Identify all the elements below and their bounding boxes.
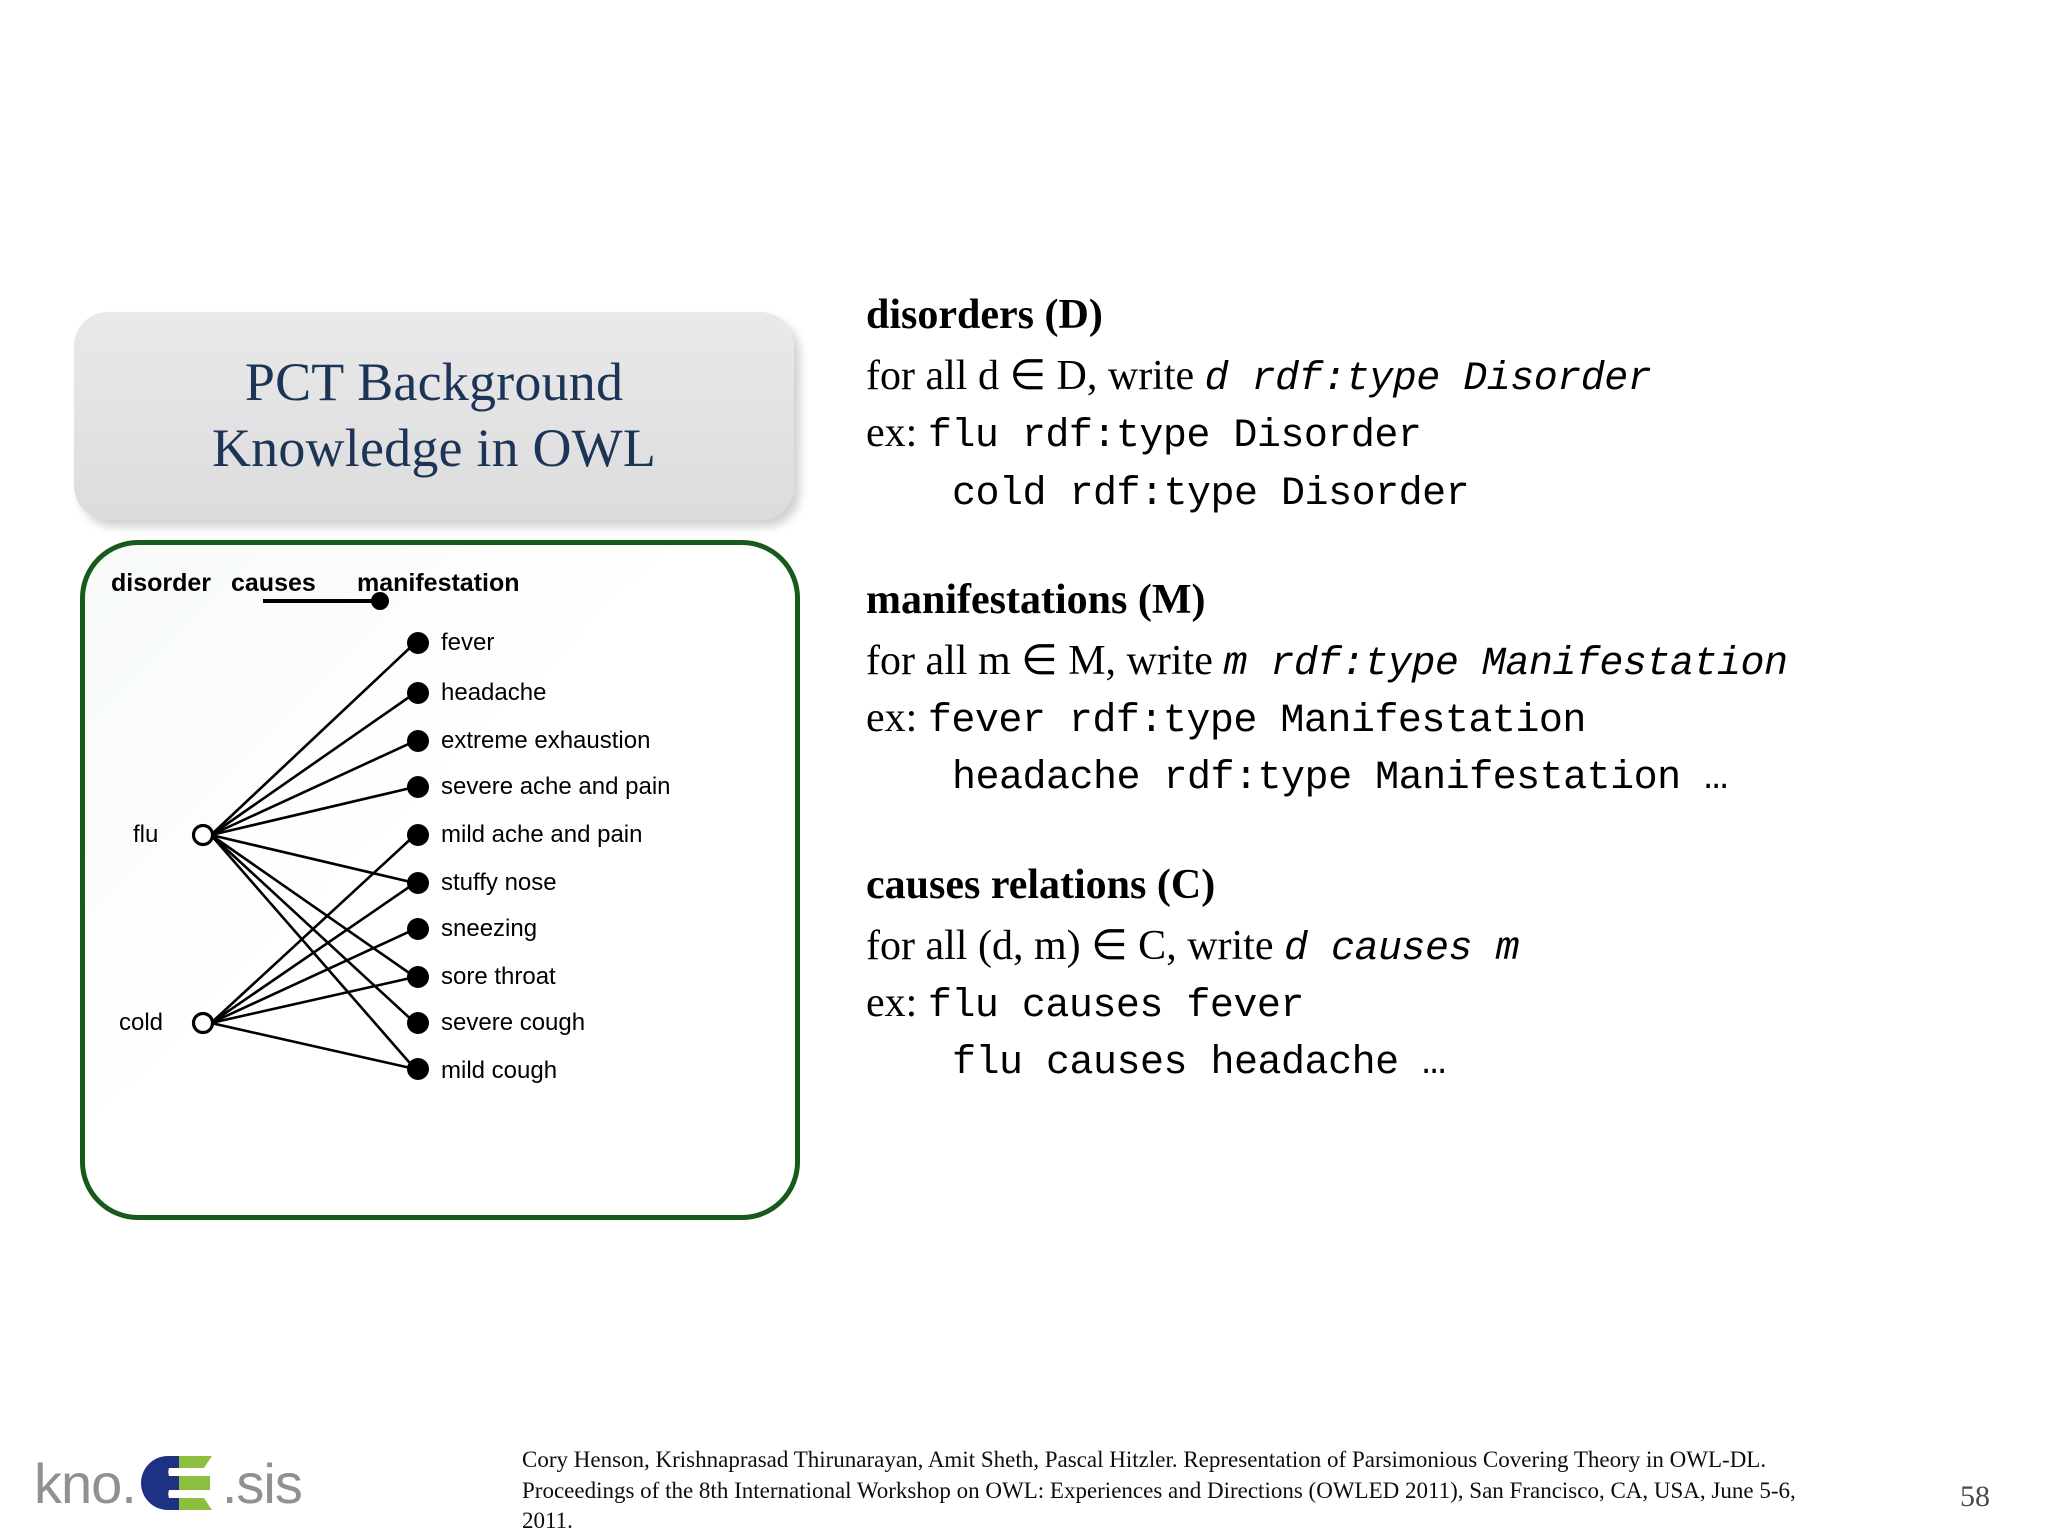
rule-prefix: for all (d, m) ∈ C, write — [866, 922, 1284, 969]
example-code: fever rdf:type Manifestation — [927, 699, 1587, 745]
node-label-cold: cold — [119, 1009, 164, 1036]
node-label-manifestation: severe cough — [441, 1009, 586, 1036]
disorder-node-cold — [191, 1011, 215, 1035]
rule-prefix: for all m ∈ M, write — [866, 638, 1224, 685]
column-header-causes: causes — [231, 569, 316, 597]
example-line-manifestations-2: headache rdf:type Manifestation … — [866, 748, 2026, 805]
example-code: flu causes headache … — [952, 1041, 1446, 1087]
knoesis-logo: kno. .sis — [34, 1451, 303, 1515]
node-label-manifestation: mild ache and pain — [441, 821, 643, 848]
example-prefix: ex: — [866, 410, 928, 457]
column-header-disorder: disorder — [111, 569, 212, 597]
node-label-manifestation: headache — [441, 679, 547, 706]
example-code: cold rdf:type Disorder — [952, 471, 1470, 517]
example-line-causes-2: flu causes headache … — [866, 1033, 2026, 1090]
example-code: flu rdf:type Disorder — [927, 414, 1422, 460]
section-heading-disorders: disorders (D) — [866, 292, 1103, 338]
cold-edges — [210, 834, 416, 1071]
example-line-disorders-2: cold rdf:type Disorder — [866, 464, 2026, 521]
example-line-disorders-1: ex: flu rdf:type Disorder — [866, 406, 2026, 463]
node-label-manifestation: severe ache and pain — [441, 773, 671, 800]
causes-graph — [191, 592, 429, 1080]
legend-edge-dot — [371, 592, 389, 610]
node-label-manifestation: sneezing — [441, 915, 538, 942]
logo-e-icon — [138, 1452, 220, 1514]
rule-line-manifestations: for all m ∈ M, write m rdf:type Manifest… — [866, 634, 2026, 691]
pct-diagram-panel: disorder causes manifestation flu cold f… — [80, 540, 800, 1220]
section-spacer — [866, 521, 2026, 575]
node-label-manifestation: fever — [441, 629, 495, 656]
rule-code: d rdf:type Disorder — [1204, 357, 1652, 403]
example-prefix: ex: — [866, 695, 928, 742]
node-label-manifestation: mild cough — [441, 1057, 558, 1084]
title-card: PCT Background Knowledge in OWL — [74, 312, 794, 520]
disorder-node-flu — [191, 823, 215, 847]
example-line-manifestations-1: ex: fever rdf:type Manifestation — [866, 691, 2026, 748]
title-line-1: PCT Background — [244, 352, 624, 413]
column-header-manifestation: manifestation — [357, 569, 520, 597]
flu-edges — [210, 642, 416, 1070]
node-label-manifestation: sore throat — [441, 963, 556, 990]
definitions-content: disorders (D) for all d ∈ D, write d rdf… — [866, 290, 2026, 1090]
rule-code: d causes m — [1284, 926, 1520, 972]
page-title: PCT Background Knowledge in OWL — [212, 350, 656, 482]
example-code: headache rdf:type Manifestation … — [952, 756, 1728, 802]
section-heading-causes: causes relations (C) — [866, 861, 1216, 908]
page-number: 58 — [1960, 1480, 1990, 1513]
example-code: flu causes fever — [927, 984, 1305, 1030]
logo-left-text: kno. — [34, 1451, 137, 1515]
node-label-manifestation: extreme exhaustion — [441, 727, 651, 754]
manifestation-nodes — [407, 632, 429, 1080]
citation-text: Cory Henson, Krishnaprasad Thirunarayan,… — [522, 1447, 1796, 1534]
rule-prefix: for all d ∈ D, write — [866, 353, 1205, 400]
rule-code: m rdf:type Manifestation — [1223, 642, 1788, 688]
section-heading-manifestations: manifestations (M) — [866, 576, 1206, 623]
node-label-flu: flu — [133, 821, 159, 848]
rule-line-causes: for all (d, m) ∈ C, write d causes m — [866, 919, 2026, 976]
example-prefix: ex: — [866, 980, 928, 1027]
logo-right-text: .sis — [221, 1451, 303, 1515]
section-spacer — [866, 806, 2026, 860]
rule-line-disorders: for all d ∈ D, write d rdf:type Disorder — [866, 349, 2026, 406]
title-line-2: Knowledge in OWL — [211, 418, 657, 478]
example-line-causes-1: ex: flu causes fever — [866, 976, 2026, 1033]
node-label-manifestation: stuffy nose — [441, 869, 557, 896]
